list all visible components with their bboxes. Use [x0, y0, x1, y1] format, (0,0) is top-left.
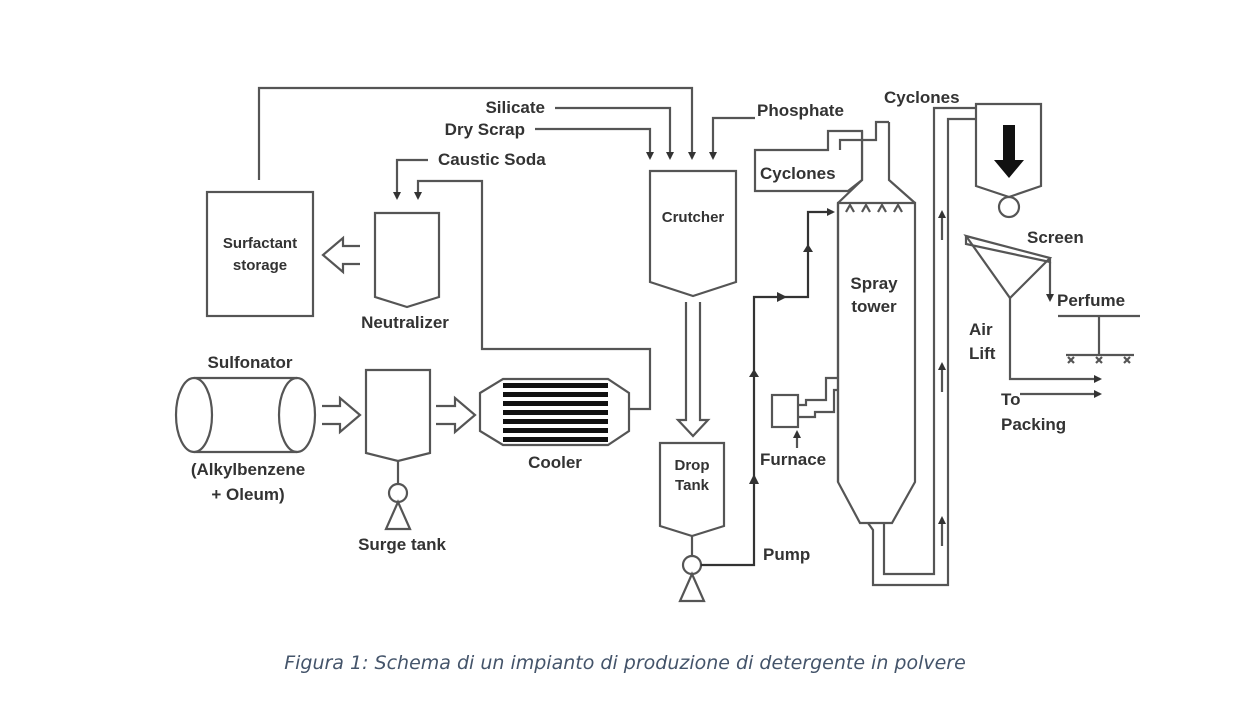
surfactant-storage-label: Surfactant: [223, 235, 297, 252]
neutralizer-label: Neutralizer: [361, 313, 449, 332]
hollow-arrow-icon: [436, 395, 477, 435]
pump-stand-icon: [384, 499, 412, 531]
pump-stand-icon: [678, 571, 706, 603]
perfume-sprayer-icon: [1058, 314, 1140, 364]
cooler-tubes-icon: [503, 383, 608, 442]
surge-tank: [364, 368, 432, 463]
flow-arrow-icon: [803, 244, 813, 252]
surge-tank-label: Surge tank: [358, 535, 446, 554]
surfactant-storage-tank: [205, 190, 315, 318]
caustic-soda-label: Caustic Soda: [438, 150, 546, 169]
flow-arrow-icon: [749, 369, 759, 377]
furnace-label: Furnace: [760, 450, 826, 469]
tower-bottom-outlet: [867, 117, 976, 587]
phosphate-label: Phosphate: [757, 101, 844, 120]
air-lift-label-2: Lift: [969, 344, 996, 363]
rotary-valve-icon: [997, 195, 1021, 219]
cyclones-top-label: Cyclones: [884, 88, 960, 107]
hollow-arrow-icon: [321, 235, 360, 275]
silicate-label: Silicate: [485, 98, 545, 117]
cooler-label: Cooler: [528, 453, 582, 472]
caustic-soda-line: [393, 158, 428, 200]
to-packing-label-2: Packing: [1001, 415, 1066, 434]
figure-caption: Figura 1: Schema di un impianto di produ…: [284, 652, 966, 674]
screen-deck: [964, 236, 1052, 264]
spray-tower-label-2: tower: [851, 297, 897, 316]
down-arrow-icon: [994, 125, 1024, 178]
product-line: [1008, 298, 1102, 383]
alkylbenzene-label: (Alkylbenzene: [191, 460, 305, 479]
spray-nozzles-icon: [845, 202, 903, 213]
neutralizer-tank: [373, 211, 441, 309]
oleum-label: + Oleum): [211, 485, 284, 504]
air-lift-duct-outer: [882, 106, 976, 576]
screen-funnel: [963, 234, 1053, 300]
surfactant-to-crutcher-line: [257, 86, 696, 180]
perfume-label: Perfume: [1057, 291, 1125, 310]
cyclones-left-label: Cyclones: [760, 164, 836, 183]
sulfonator-end-right: [277, 376, 317, 454]
furnace-box: [770, 393, 800, 429]
crutcher-tank: [648, 169, 738, 298]
sulfonator-end-left: [174, 376, 214, 454]
crutcher-to-drop-tank-arrow: [675, 302, 711, 438]
sulfonator-cylinder: [194, 376, 297, 454]
cyclones-unit-left: [753, 129, 864, 193]
spray-tower: [836, 201, 917, 525]
spray-tower-label: Spray: [850, 274, 898, 293]
drop-tank: [658, 441, 726, 538]
silicate-line: [555, 106, 674, 160]
air-lift-label: Air: [969, 320, 993, 339]
dry-scrap-label: Dry Scrap: [445, 120, 525, 139]
drop-tank-label-2: Tank: [675, 477, 710, 494]
cyclones-duct: [838, 120, 889, 150]
flow-arrow-icon: [749, 474, 759, 484]
pump-label: Pump: [763, 545, 810, 564]
phosphate-line: [709, 116, 755, 160]
sulfonator-label: Sulfonator: [208, 353, 293, 372]
surfactant-storage-label-2: storage: [233, 257, 287, 274]
crutcher-label: Crutcher: [662, 209, 725, 226]
hollow-arrow-icon: [322, 395, 362, 435]
drop-tank-label: Drop: [675, 457, 710, 474]
furnace-duct: [798, 376, 838, 419]
cooler-to-neutralizer-line: [414, 179, 652, 411]
dry-scrap-line: [535, 127, 654, 160]
to-packing-label: To: [1001, 390, 1021, 409]
screen-label: Screen: [1027, 228, 1084, 247]
flow-arrow-icon: [777, 292, 787, 302]
